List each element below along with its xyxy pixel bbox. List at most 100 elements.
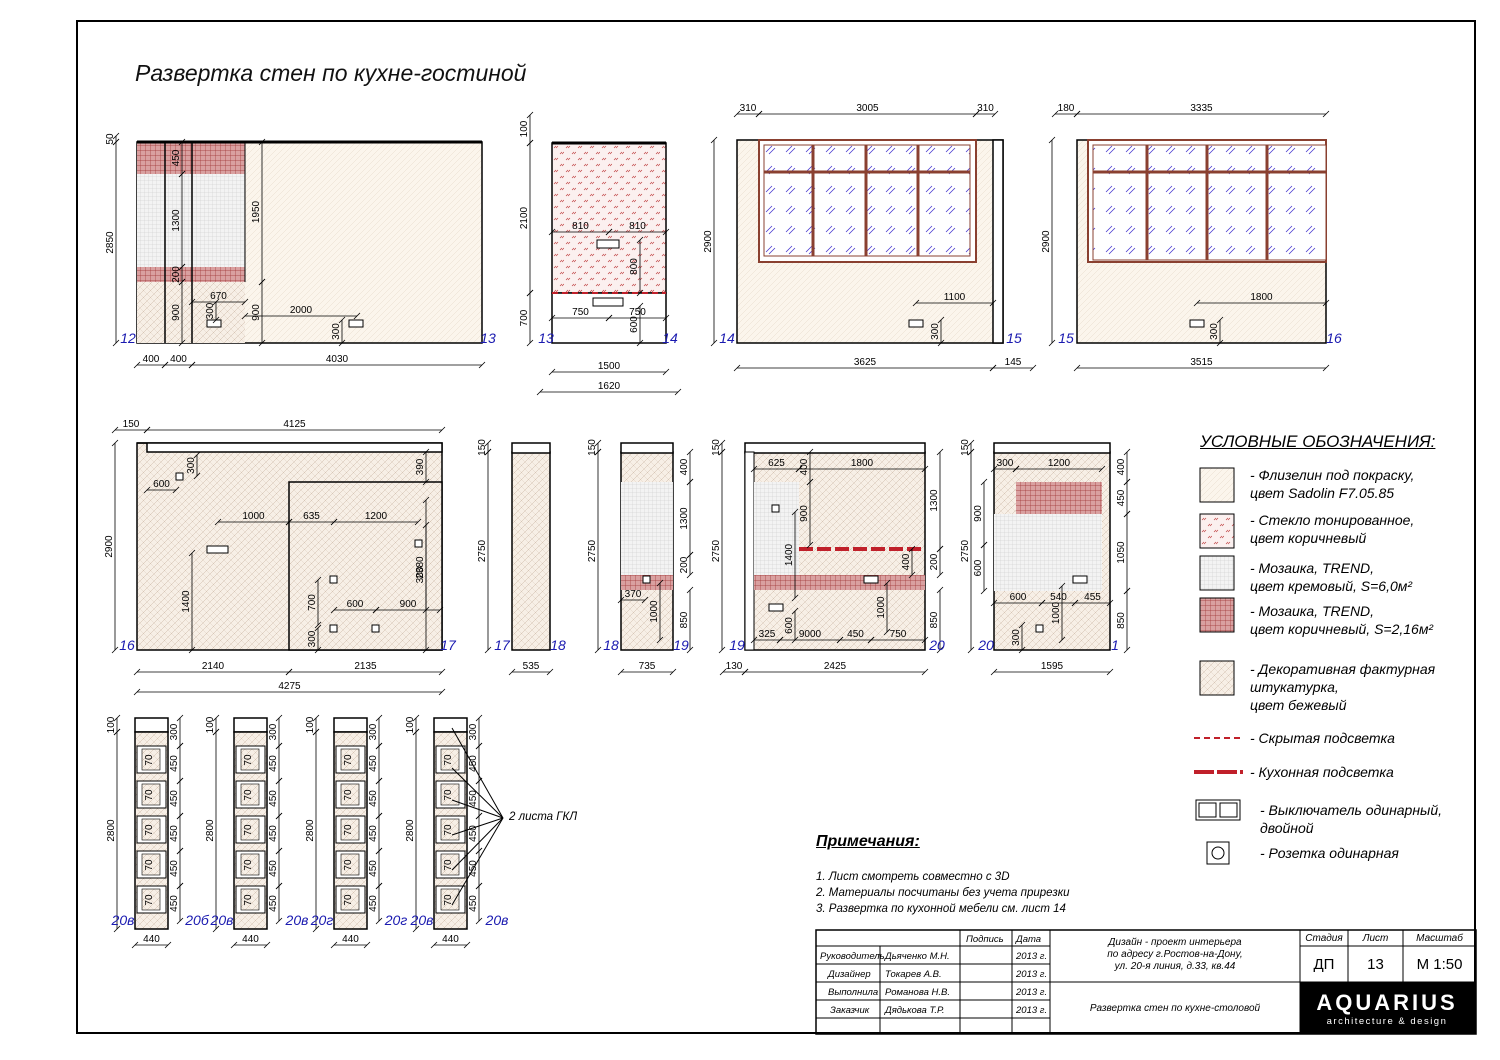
column-part [440, 748, 460, 771]
axis-marker: 20б [184, 912, 210, 928]
dim-label: 300 [930, 323, 941, 340]
dim-line [686, 551, 694, 559]
dim-line [275, 742, 283, 750]
dim-line [275, 714, 283, 722]
dim-label: 150 [477, 439, 488, 456]
dim-label: 70 [243, 789, 254, 801]
dim-label: 1400 [181, 590, 192, 613]
tb-name: Дьяченко М.Н. [885, 951, 950, 962]
dim-line [967, 448, 975, 456]
column-part [240, 853, 260, 876]
dim-label: 750 [572, 307, 589, 318]
dim-line [258, 278, 266, 286]
dim-line [463, 941, 471, 949]
dim-line [412, 925, 420, 933]
dim-line [990, 668, 998, 676]
dim-label: 450 [268, 860, 279, 877]
dim-line [478, 361, 486, 369]
dim-line [176, 882, 184, 890]
dim-label: 200 [171, 266, 182, 283]
dim-line [636, 236, 644, 244]
dim-label: 2380 [415, 556, 426, 579]
dim-line [193, 451, 201, 459]
sheet-title: Развертка стен по кухне-гостиной [135, 60, 527, 86]
dim-label: 455 [1084, 592, 1101, 603]
tb-date: 2013 г. [1016, 987, 1048, 998]
column-part [340, 853, 360, 876]
dim-label: 2750 [711, 539, 722, 562]
dim-label: 70 [144, 789, 155, 801]
dim-line [686, 478, 694, 486]
gkl-label: 2 листа ГКЛ [509, 811, 578, 823]
dim-line [806, 541, 814, 549]
dim-label: 600 [973, 559, 984, 576]
dim-label: 2850 [105, 231, 116, 254]
dim-line [937, 339, 945, 347]
tb-scale: М 1:50 [1416, 956, 1463, 973]
dim-label: 700 [519, 309, 530, 326]
dim-line [176, 917, 184, 925]
dim-label: 70 [443, 894, 454, 906]
dim-line [526, 139, 534, 147]
dim-line [989, 299, 997, 307]
tb-sheet-no: 13 [1367, 956, 1384, 973]
dim-line [412, 728, 420, 736]
dim-line [546, 668, 554, 676]
dim-label: 600 [784, 617, 795, 634]
dim-label: 535 [523, 661, 540, 672]
dim-label: 450 [1116, 489, 1127, 506]
dim-line [718, 448, 726, 456]
dim-label: 70 [343, 754, 354, 766]
axis-marker: 19 [673, 637, 689, 653]
aquarius-logo: AQUARIUS architecture & design [1300, 982, 1474, 1032]
dim-label: 70 [343, 824, 354, 836]
dim-line [312, 925, 320, 933]
dim-line [674, 388, 682, 396]
axis-marker: 18 [550, 637, 566, 653]
column-part [333, 717, 368, 733]
dim-line [275, 917, 283, 925]
dim-line [176, 847, 184, 855]
dim-line [1123, 646, 1131, 654]
dim-line [330, 941, 338, 949]
dim-line [1322, 110, 1330, 118]
dim-label: 3005 [856, 103, 879, 114]
note-3: 3. Развертка по кухонной мебели см. лист… [816, 903, 1066, 915]
dim-line [526, 339, 534, 347]
legend-title: УСЛОВНЫЕ ОБОЗНАЧЕНИЯ: [1200, 432, 1436, 451]
dim-label: 1200 [365, 511, 388, 522]
dim-line [113, 714, 121, 722]
dim-label: 1300 [679, 507, 690, 530]
dim-line [475, 847, 483, 855]
dim-line [178, 138, 186, 146]
dim-label: 150 [587, 439, 598, 456]
dim-label: 2140 [202, 661, 225, 672]
column-part [340, 888, 360, 911]
column-part [141, 853, 161, 876]
dim-line [936, 586, 944, 594]
dim-label: 2750 [587, 539, 598, 562]
dim-label: 300 [997, 458, 1014, 469]
dim-label: 2750 [960, 539, 971, 562]
dim-label: 1950 [251, 200, 262, 223]
dim-line [133, 688, 141, 696]
dim-label: 450 [169, 860, 180, 877]
dim-label: 100 [405, 716, 416, 733]
dim-line [275, 847, 283, 855]
dim-label: 70 [144, 859, 155, 871]
dim-line [1073, 110, 1081, 118]
dim-line [1123, 587, 1131, 595]
dim-line [131, 941, 139, 949]
elevation-wall-18-19 [620, 442, 674, 651]
dim-line [718, 646, 726, 654]
dim-line [475, 882, 483, 890]
dim-line [353, 312, 361, 320]
dim-label: 300 [169, 723, 180, 740]
legend-item-switch: - Выключатель одинарный, двойной [1260, 802, 1443, 836]
axis-marker: 15 [1006, 330, 1022, 346]
dim-label: 150 [711, 439, 722, 456]
dim-line [1073, 364, 1081, 372]
dim-label: 1800 [851, 458, 874, 469]
dim-line [475, 917, 483, 925]
